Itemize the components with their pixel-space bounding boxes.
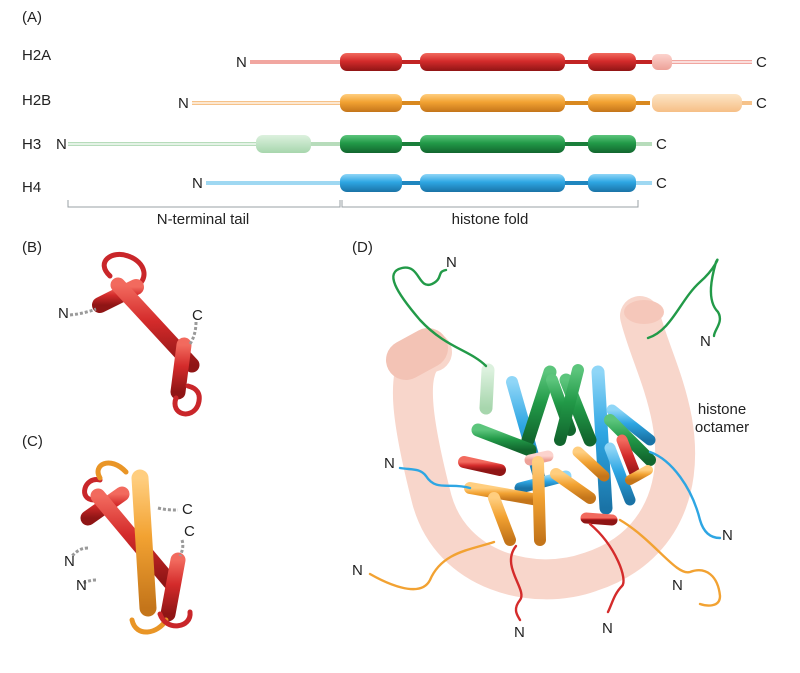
c-c-terminus-2: C	[184, 523, 195, 540]
row-label-h2b: H2B	[22, 92, 51, 109]
panel-label-a: (A)	[22, 9, 42, 26]
b-n-terminus: N	[58, 305, 69, 322]
region-brackets	[67, 200, 639, 208]
h2b-helix-1	[340, 94, 402, 112]
d-n-terminus-h4-left: N	[384, 455, 395, 472]
h2b-helix-light	[652, 94, 742, 112]
d-n-terminus-h3-top: N	[446, 254, 457, 271]
h3-bar: N C	[56, 135, 667, 153]
histone-tails	[368, 258, 722, 622]
h2b-bar: N C	[178, 94, 767, 112]
h2a-fold-structure	[69, 252, 202, 417]
d-n-terminus-h3-right: N	[700, 333, 711, 350]
h4-helix-1	[340, 174, 402, 192]
region-label-tail: N-terminal tail	[157, 211, 250, 228]
panel-label-d: (D)	[352, 239, 373, 256]
h4-bar: N C	[192, 174, 667, 192]
b-c-terminus: C	[192, 307, 203, 324]
h3-helix-light	[256, 135, 311, 153]
d-n-terminus-h4-right: N	[722, 527, 733, 544]
region-label-fold: histone fold	[452, 211, 529, 228]
histone-octamer	[458, 363, 656, 546]
row-label-h4: H4	[22, 179, 41, 196]
h2a-helix-3	[588, 53, 636, 71]
c-c-terminus-1: C	[182, 501, 193, 518]
octamer-label-line1: histone	[698, 401, 746, 418]
h2a-helix-2	[420, 53, 565, 71]
h4-helix-3	[588, 174, 636, 192]
d-n-terminus-h2b-right: N	[672, 577, 683, 594]
octamer-label-line2: octamer	[695, 419, 749, 436]
h2a-n-terminus: N	[236, 54, 247, 71]
h4-helix-2	[420, 174, 565, 192]
h4-n-terminus: N	[192, 175, 203, 192]
h2a-helix-1	[340, 53, 402, 71]
h3-helix-3	[588, 135, 636, 153]
h2a-helix-light	[652, 54, 672, 70]
row-label-h3: H3	[22, 136, 41, 153]
h2a-bar: N C	[236, 53, 767, 71]
dna-superhelix	[386, 296, 696, 600]
h2b-c-terminus: C	[756, 95, 767, 112]
d-n-terminus-h2a-right: N	[602, 620, 613, 637]
h2b-helix-3	[588, 94, 636, 112]
h3-helix-1	[340, 135, 402, 153]
c-n-terminus-2: N	[76, 577, 87, 594]
h3-c-terminus: C	[656, 136, 667, 153]
h3-n-terminus: N	[56, 136, 67, 153]
d-n-terminus-h2a-left: N	[514, 624, 525, 641]
h3-helix-2	[420, 135, 565, 153]
panel-label-b: (B)	[22, 239, 42, 256]
row-label-h2a: H2A	[22, 47, 51, 64]
h2b-n-terminus: N	[178, 95, 189, 112]
c-n-terminus-1: N	[64, 553, 75, 570]
h2a-c-terminus: C	[756, 54, 767, 71]
h2b-helix-2	[420, 94, 565, 112]
h4-c-terminus: C	[656, 175, 667, 192]
panel-label-c: (C)	[22, 433, 43, 450]
h2a-h2b-dimer-structure	[70, 460, 193, 635]
d-n-terminus-h2b-left: N	[352, 562, 363, 579]
